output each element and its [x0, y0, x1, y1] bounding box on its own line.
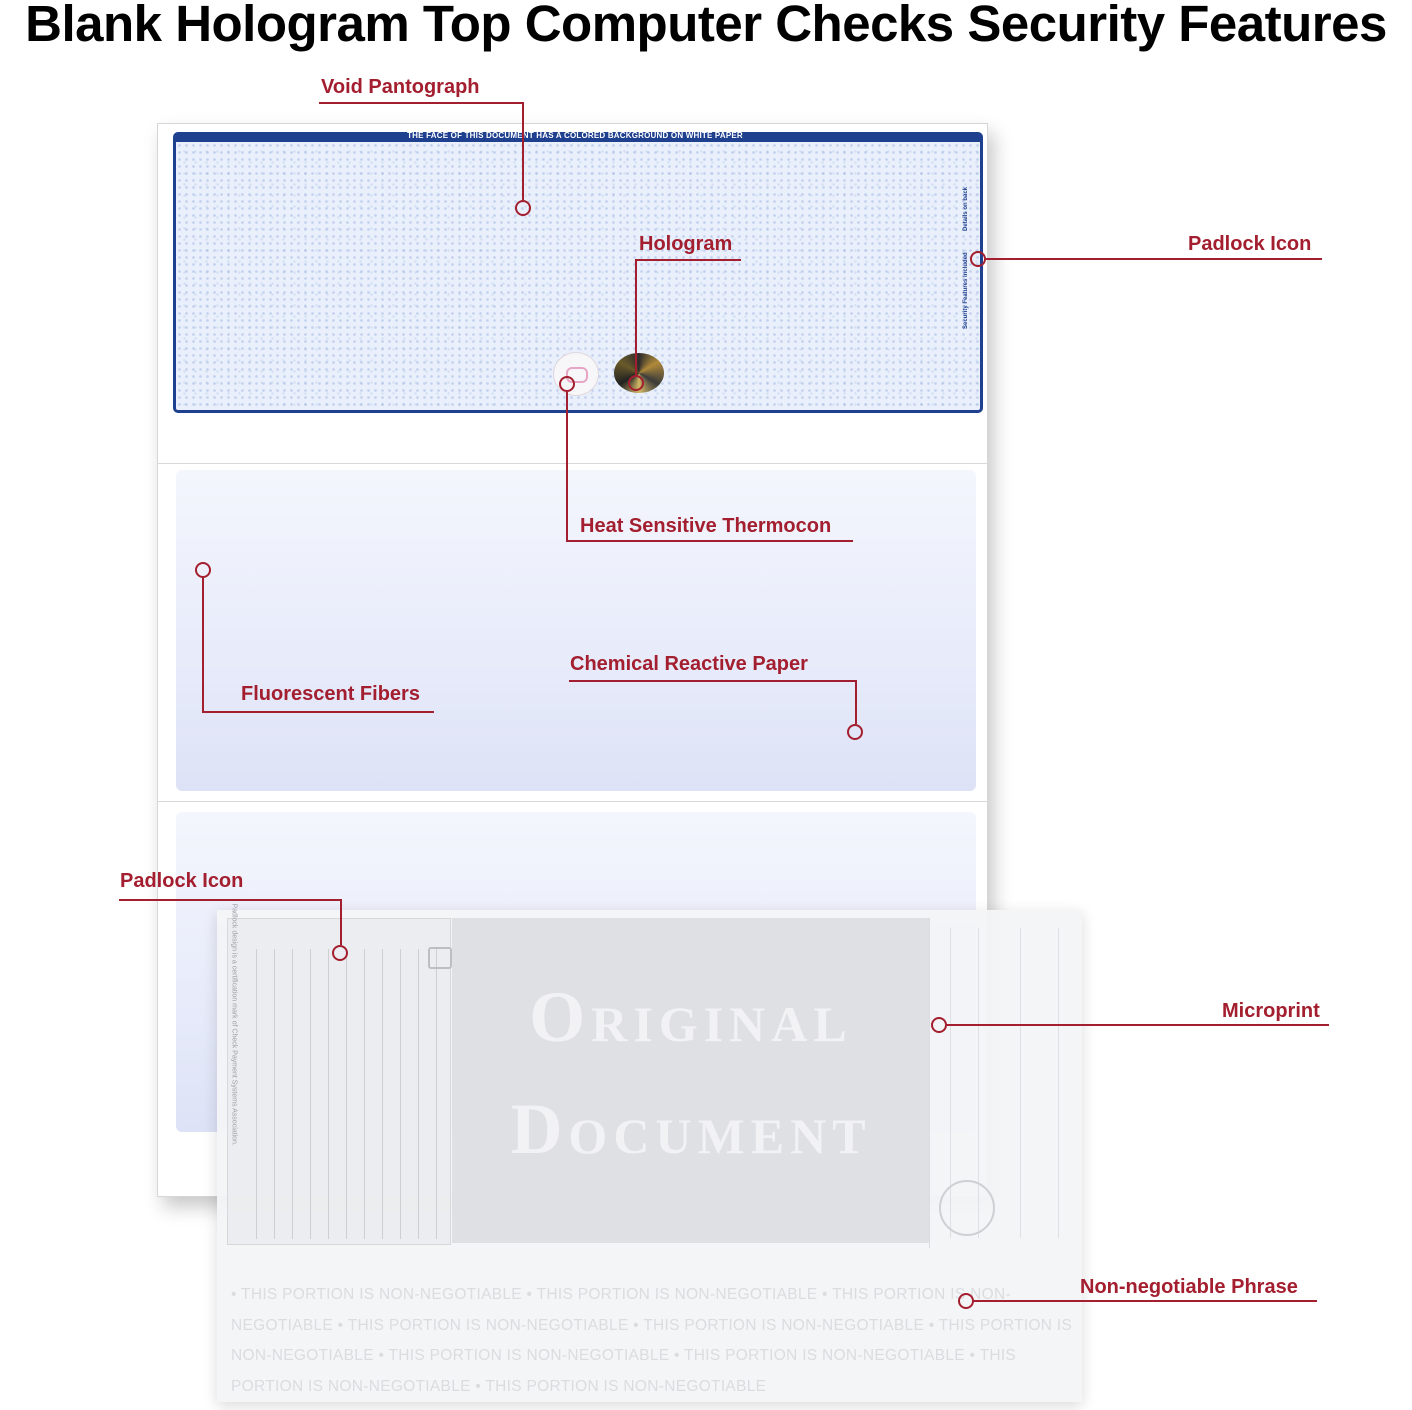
leader-line [636, 259, 741, 261]
side-text-details: Details on back [963, 186, 969, 231]
leader-line [946, 1024, 1329, 1026]
seal-icon [939, 1180, 995, 1236]
security-features-panel [227, 918, 452, 1245]
marker-ring [958, 1293, 974, 1309]
leader-line [319, 102, 524, 104]
marker-ring [195, 562, 211, 578]
label-non-negotiable: Non-negotiable Phrase [1080, 1276, 1298, 1298]
label-microprint: Microprint [1222, 1000, 1320, 1022]
marker-ring [970, 251, 986, 267]
original-text: Original [529, 977, 853, 1057]
leader-line [202, 711, 434, 713]
original-document-panel: Original Document [452, 918, 930, 1243]
side-text-features: Security Features Included [963, 252, 969, 329]
endorsement-area [929, 918, 1070, 1248]
leader-line [566, 392, 568, 542]
label-fluorescent-fibers: Fluorescent Fibers [241, 683, 420, 705]
leader-line [986, 258, 1322, 260]
check-back: Padlock design is a certification mark o… [217, 904, 1082, 1402]
leader-line [340, 899, 342, 945]
leader-line [972, 1300, 1317, 1302]
marker-ring [931, 1017, 947, 1033]
leader-line [522, 102, 524, 200]
page-title: Blank Hologram Top Computer Checks Secur… [25, 0, 1387, 52]
leader-line [119, 899, 342, 901]
label-padlock-icon-top: Padlock Icon [1188, 233, 1312, 255]
marker-ring [515, 200, 531, 216]
check-stub-1 [176, 470, 976, 791]
leader-line [635, 259, 637, 375]
key-icon [566, 367, 588, 383]
check-banner: THE FACE OF THIS DOCUMENT HAS A COLORED … [407, 131, 743, 140]
leader-line [569, 680, 857, 682]
label-padlock-icon-bottom: Padlock Icon [120, 870, 244, 892]
label-chemical-reactive: Chemical Reactive Paper [570, 653, 808, 675]
marker-ring [628, 375, 644, 391]
label-void-pantograph: Void Pantograph [321, 76, 480, 98]
padlock-caption: Padlock design is a certification mark o… [230, 903, 238, 1146]
label-hologram: Hologram [639, 233, 733, 255]
leader-line [202, 578, 204, 713]
leader-line [566, 540, 853, 542]
label-heat-sensitive: Heat Sensitive Thermocon [580, 515, 832, 537]
marker-ring [847, 724, 863, 740]
marker-ring [332, 945, 348, 961]
leader-line [855, 680, 857, 724]
perforation-line [158, 463, 987, 464]
marker-ring [559, 376, 575, 392]
document-text: Document [510, 1089, 872, 1169]
padlock-icon [428, 947, 452, 969]
non-negotiable-text: • THIS PORTION IS NON-NEGOTIABLE • THIS … [231, 1286, 1073, 1395]
perforation-line [158, 801, 987, 802]
